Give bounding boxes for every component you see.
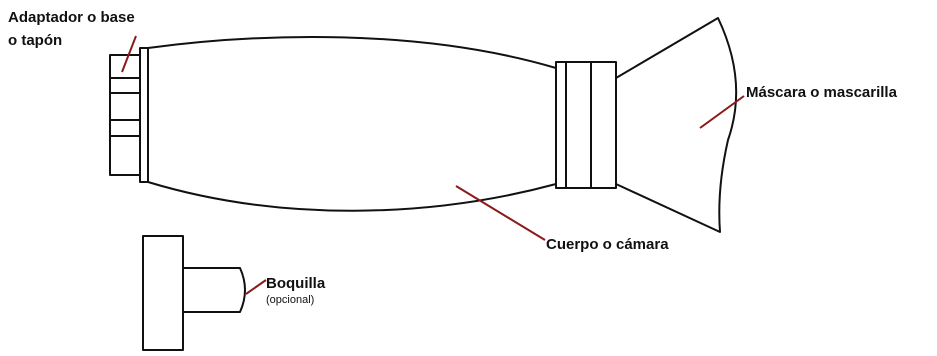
connector-ring	[555, 61, 567, 189]
mask-label: Máscara o mascarilla	[746, 84, 897, 101]
mouthpiece-flange	[142, 235, 184, 351]
mask-shape	[615, 17, 738, 233]
connector-ring	[565, 61, 592, 189]
mask-pointer-line	[699, 95, 745, 129]
connector-ring	[590, 61, 617, 189]
adapter-pointer-line	[121, 35, 137, 73]
connector-part	[555, 61, 617, 189]
adapter-inner-collar	[139, 47, 149, 183]
mouthpiece-tube	[182, 267, 246, 313]
mouthpiece-pointer-line	[245, 279, 267, 295]
body-label: Cuerpo o cámara	[546, 236, 669, 253]
adapter-part	[109, 47, 149, 183]
adapter-label-line2: o tapón	[8, 32, 63, 49]
adapter-outer-cap	[109, 54, 141, 176]
mouthpiece-note: (opcional)	[266, 294, 315, 306]
mouthpiece-part	[142, 235, 246, 351]
chamber-body	[147, 35, 557, 212]
mouthpiece-label: Boquilla	[266, 275, 326, 292]
body-pointer-line	[455, 185, 546, 241]
adapter-label-line1: Adaptador o base	[8, 9, 135, 26]
